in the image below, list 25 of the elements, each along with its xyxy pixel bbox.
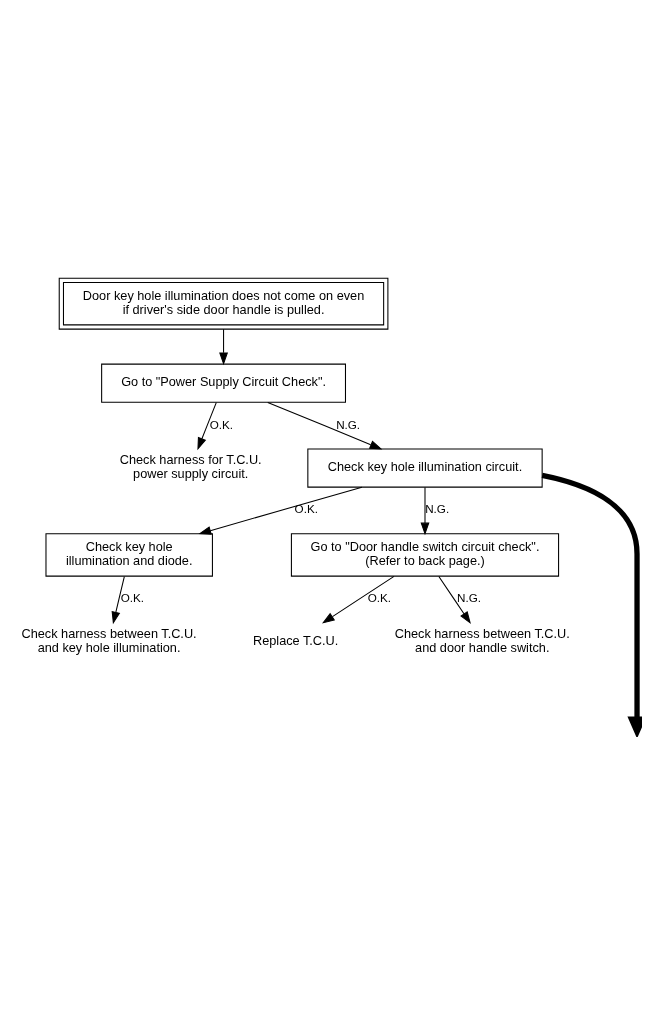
node-text: Replace T.C.U. bbox=[253, 633, 339, 649]
arrow bbox=[541, 472, 642, 737]
edge-label: O.K. bbox=[294, 502, 318, 516]
arrow bbox=[111, 576, 125, 625]
arrow bbox=[197, 402, 217, 451]
arrow bbox=[420, 486, 430, 536]
edge-label: O.K. bbox=[209, 417, 234, 431]
arrow bbox=[438, 576, 471, 625]
arrow bbox=[321, 575, 395, 624]
edge-label: O.K. bbox=[367, 591, 392, 605]
node-box: Go to "Door handle switch circuit check". (Refer to back page.) bbox=[290, 533, 560, 577]
node-box: Go to "Power Supply Circuit Check". bbox=[101, 363, 346, 403]
edge-label: N.G. bbox=[336, 417, 361, 431]
edge-label: O.K. bbox=[120, 591, 145, 605]
node-box: Door key hole illumination does not come on even if driver's side door handle is pulled. bbox=[58, 277, 389, 330]
edge-label: N.G. bbox=[425, 502, 450, 516]
node-text: Check harness between T.C.U. and key hole illumination. bbox=[21, 626, 197, 656]
arrow bbox=[198, 486, 363, 535]
edge-label: N.G. bbox=[457, 591, 481, 605]
node-text: Check harness between T.C.U. and door handle switch. bbox=[394, 626, 570, 656]
node-box: Check key hole illumination circuit. bbox=[307, 448, 543, 488]
node-text: Check harness for T.C.U. power supply circuit. bbox=[119, 452, 262, 482]
arrow bbox=[219, 328, 228, 366]
node-box: Check key hole illumination and diode. bbox=[45, 533, 213, 577]
arrow bbox=[267, 401, 383, 450]
